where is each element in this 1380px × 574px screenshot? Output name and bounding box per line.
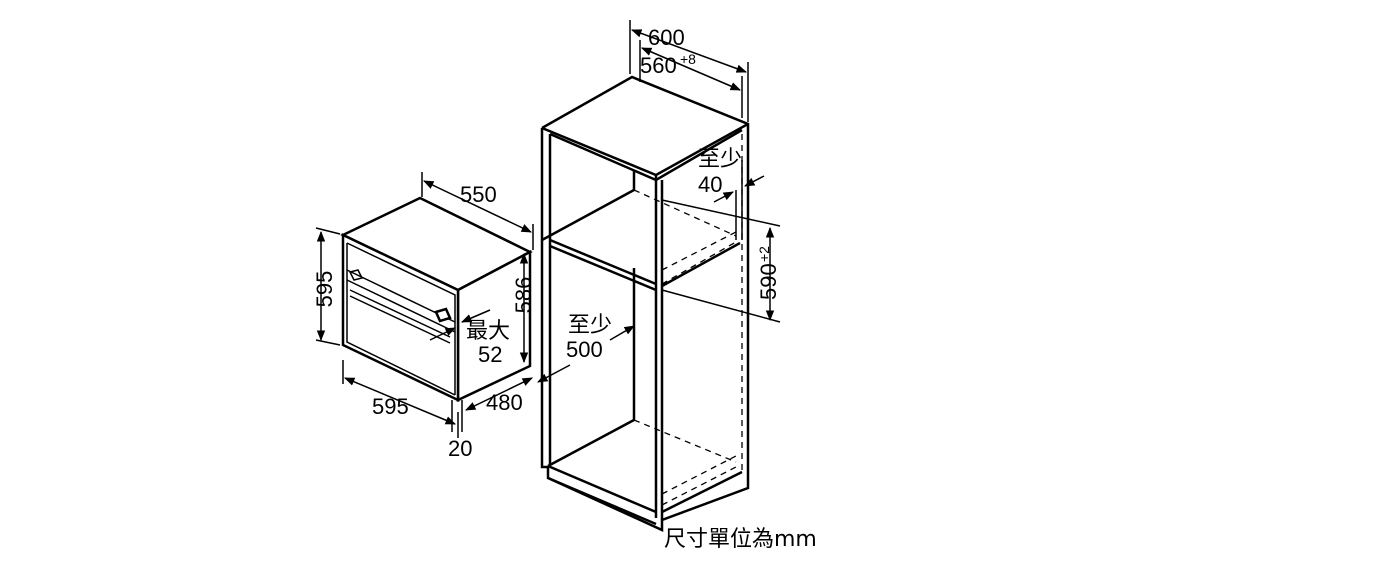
- oven-depth-label: 480: [486, 390, 523, 415]
- cabinet-drawing: [540, 75, 750, 532]
- unit-note: 尺寸單位為mm: [664, 527, 817, 552]
- oven-front-width-label: 595: [372, 394, 409, 419]
- oven-panel-label: 20: [448, 436, 472, 461]
- oven-dimensions: [315, 172, 534, 438]
- cabinet-niche-width-tolerance: +8: [680, 51, 696, 67]
- oven-height-label: 595: [312, 271, 337, 308]
- cabinet-min-depth-label: 至少: [568, 312, 612, 337]
- cabinet-min-depth-value: 500: [566, 337, 603, 362]
- cabinet-min-top-value: 40: [698, 172, 722, 197]
- cabinet-niche-height-label: 590: [756, 263, 781, 300]
- cabinet-min-top-label: 至少: [698, 146, 742, 171]
- oven-width-label: 550: [460, 182, 497, 207]
- oven-inner-height-label: 586: [511, 277, 536, 314]
- oven-max-label: 最大: [466, 318, 510, 343]
- oven-max-value: 52: [478, 342, 502, 367]
- oven-drawing: [340, 196, 533, 402]
- cabinet-dimensions: [537, 20, 781, 383]
- cabinet-niche-width-label: 560: [640, 53, 677, 78]
- cabinet-niche-height-tolerance: +2: [756, 246, 772, 262]
- cabinet-width-label: 600: [648, 25, 685, 50]
